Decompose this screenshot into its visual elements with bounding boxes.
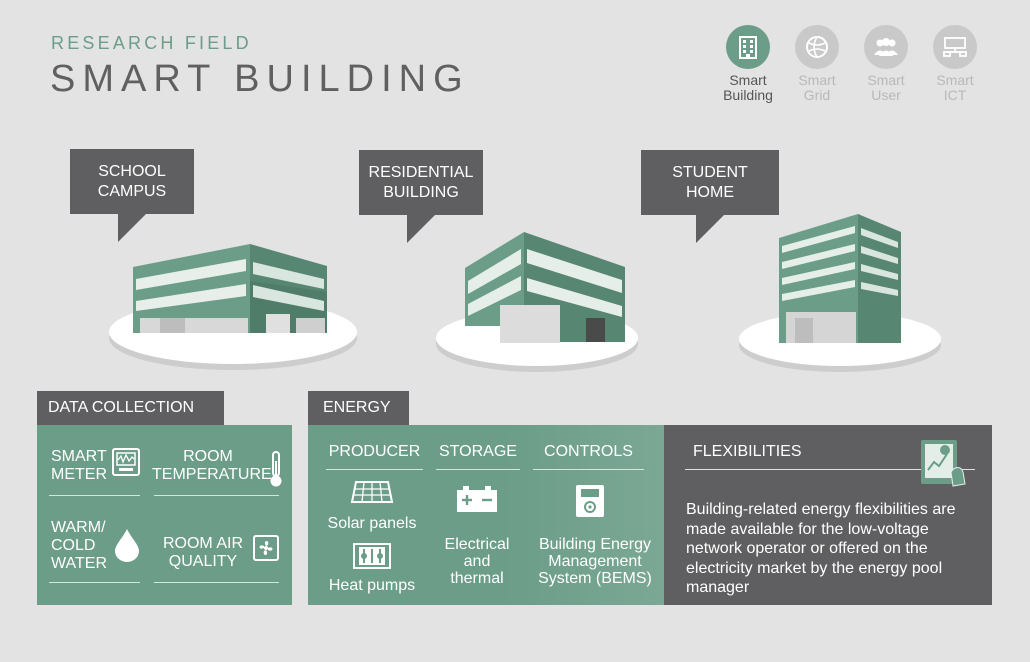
text-line: Electrical: [444, 536, 510, 553]
label-line: QUALITY: [168, 553, 238, 570]
divider: [49, 495, 140, 496]
callout-student-home: STUDENT HOME: [641, 150, 779, 243]
nav-label-line1: Smart: [936, 72, 974, 88]
nav-label-line2: Grid: [803, 87, 831, 103]
divider: [533, 469, 644, 470]
nav-label-line1: Smart: [729, 72, 767, 88]
fan-icon: [253, 535, 279, 561]
callout-residential-building: RESIDENTIAL BUILDING: [359, 150, 483, 243]
text-line: Management: [548, 553, 642, 570]
label-line: METER: [51, 466, 107, 483]
flexibilities-text: Building-related energy flexibilities ar…: [686, 501, 956, 596]
divider: [436, 469, 520, 470]
student-home-building: [779, 214, 901, 343]
energy-tab: ENERGY: [308, 391, 409, 425]
callout-line2: BUILDING: [383, 183, 459, 201]
building-icon: [726, 25, 770, 69]
nav-label-line2: Building: [723, 87, 773, 103]
callout-line2: HOME: [686, 183, 734, 201]
label-line: WATER: [51, 555, 107, 572]
nav-label-line1: Smart: [867, 72, 905, 88]
tablet-chart-icon: [921, 440, 966, 487]
nav-label-line1: Smart: [798, 72, 836, 88]
producer-heading: PRODUCER: [328, 443, 421, 460]
text-line: Building Energy: [538, 536, 652, 553]
solar-panel-icon: [350, 481, 394, 503]
label-line: ROOM AIR: [162, 535, 243, 552]
data-collection-tab: DATA COLLECTION: [37, 391, 224, 425]
label-line: WARM/: [51, 519, 106, 536]
buildings-illustration: [109, 214, 941, 372]
callout-line1: SCHOOL: [98, 162, 166, 180]
school-campus-building: [133, 244, 327, 333]
storage-heading: STORAGE: [439, 443, 517, 460]
divider: [154, 495, 279, 496]
room-temperature-label: ROOM TEMPERATURE: [152, 448, 272, 484]
controls-text: Building Energy Management System (BEMS): [530, 536, 660, 587]
label-line: COLD: [51, 537, 96, 554]
water-drop-icon: [115, 529, 139, 562]
label-line: SMART: [51, 448, 107, 465]
data-collection-panel: [37, 425, 292, 605]
divider: [49, 582, 140, 583]
globe-icon: [795, 25, 839, 69]
energy-panel: [308, 425, 664, 605]
callout-line2: CAMPUS: [97, 182, 167, 200]
text-line: and: [463, 553, 491, 570]
divider: [326, 469, 423, 470]
divider: [685, 469, 975, 470]
text-line: System (BEMS): [538, 570, 652, 587]
network-icon: [933, 25, 977, 69]
smart-meter-label: SMART METER: [51, 448, 107, 484]
flexibilities-heading: FLEXIBILITIES: [693, 443, 802, 460]
thermometer-icon: [270, 451, 282, 487]
callout-line1: RESIDENTIAL: [368, 163, 474, 181]
room-air-quality-label: ROOM AIR QUALITY: [162, 535, 244, 571]
heat-pumps-label: Heat pumps: [328, 577, 416, 594]
meter-icon: [112, 448, 140, 476]
callout-line1: STUDENT: [672, 163, 748, 181]
solar-panels-label: Solar panels: [327, 515, 417, 532]
storage-text: Electrical and thermal: [428, 536, 526, 587]
divider: [154, 582, 279, 583]
users-icon: [864, 25, 908, 69]
header-kicker: RESEARCH FIELD: [51, 33, 252, 53]
nav-label-line2: User: [871, 87, 901, 103]
callout-school-campus: SCHOOL CAMPUS: [70, 149, 194, 242]
residential-building: [465, 232, 625, 343]
page-title: SMART BUILDING: [50, 58, 470, 100]
nav-label-line2: ICT: [943, 87, 967, 103]
water-label: WARM/ COLD WATER: [51, 519, 107, 573]
label-line: TEMPERATURE: [152, 466, 272, 483]
label-line: ROOM: [183, 448, 233, 465]
battery-icon: [457, 486, 497, 512]
text-line: thermal: [450, 570, 504, 587]
controls-heading: CONTROLS: [544, 443, 633, 460]
heat-pump-icon: [353, 543, 391, 569]
control-unit-icon: [576, 485, 604, 517]
